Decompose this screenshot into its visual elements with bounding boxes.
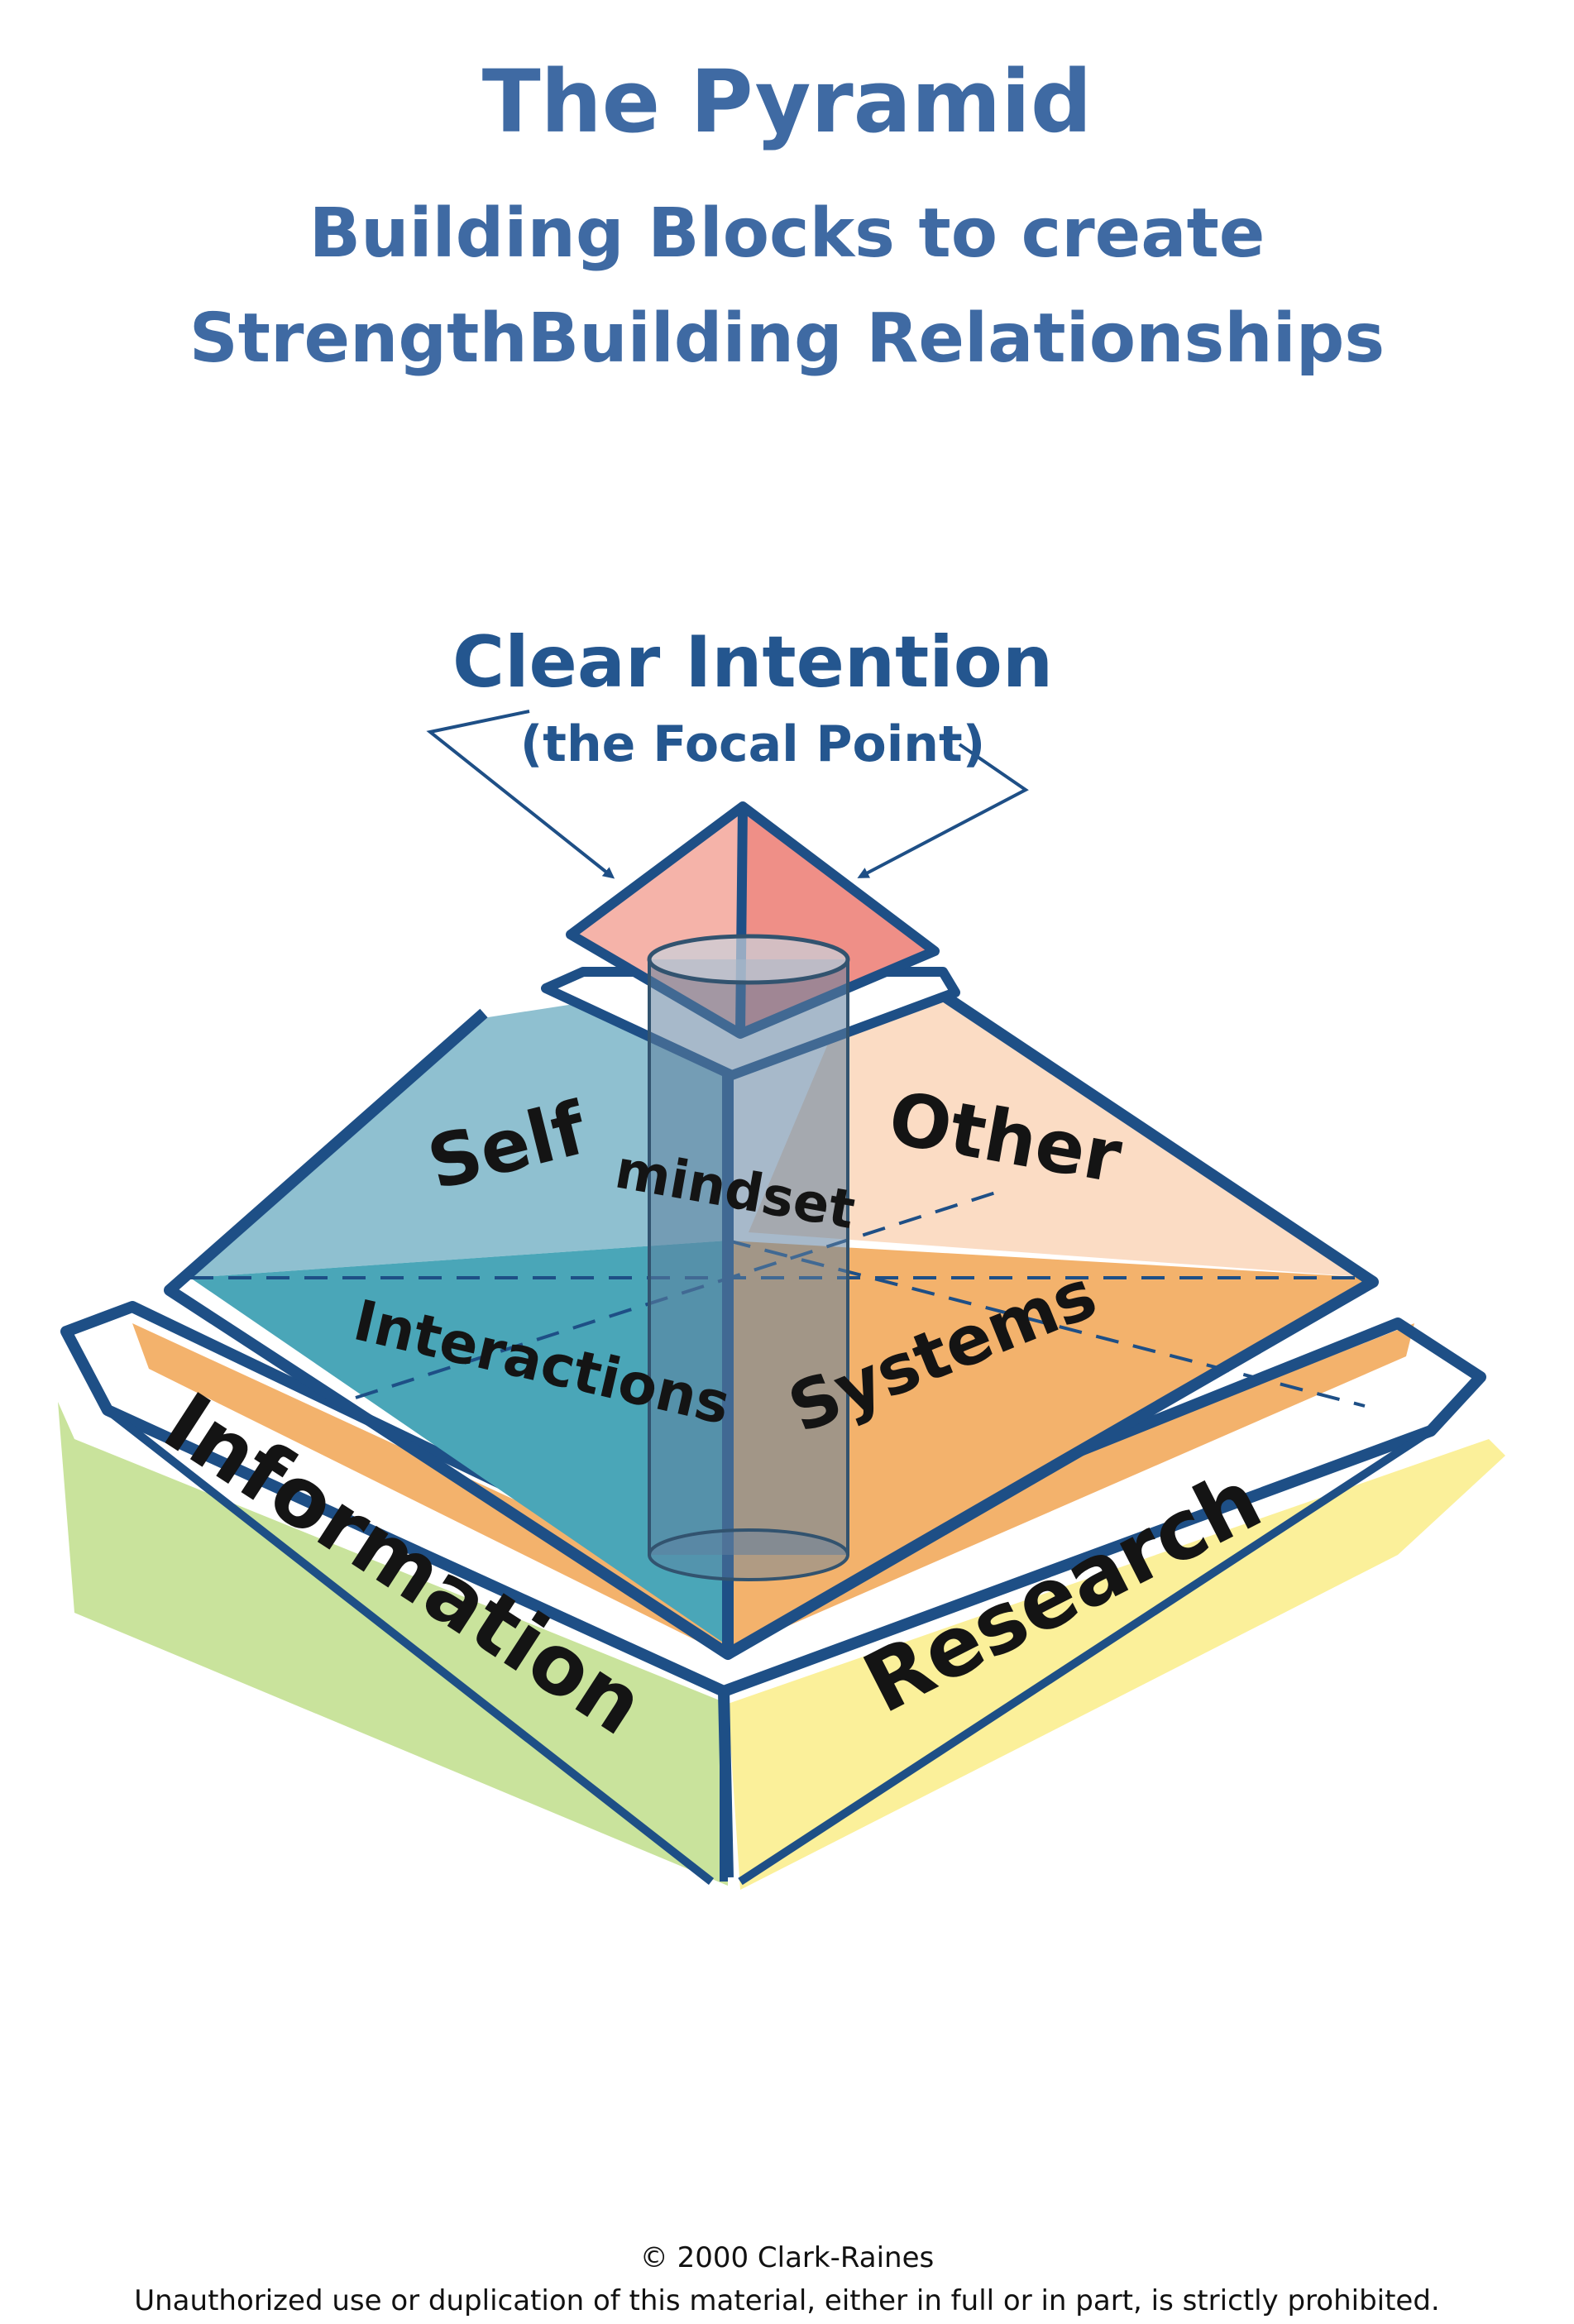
subtitle-line-2: StrengthBuilding Relationships <box>189 299 1385 378</box>
arrow-right-icon <box>857 743 1029 878</box>
apex-sublabel: (the Focal Point) <box>520 715 985 773</box>
mindset-pillar <box>647 934 850 1581</box>
pillar-sides <box>648 959 849 1555</box>
face-self <box>190 1001 732 1278</box>
pillar-top <box>647 934 850 985</box>
apex-label: Clear Intention <box>452 621 1053 704</box>
pillar-bottom <box>648 1528 849 1581</box>
pillar-body <box>649 959 848 1555</box>
face-other <box>749 997 1373 1278</box>
pyramid-body <box>164 987 1379 1660</box>
arrow-left-icon <box>426 710 615 879</box>
subtitle-line-1: Building Blocks to create <box>309 194 1265 273</box>
copyright-notice: © 2000 Clark-Raines <box>639 2241 935 2274</box>
base-right-yellow <box>728 1439 1505 1890</box>
face-systems <box>728 1241 1373 1646</box>
page-title: The Pyramid <box>481 51 1093 152</box>
base-front-edge <box>104 1407 1433 1886</box>
face-interactions <box>190 1241 728 1646</box>
usage-notice: Unauthorized use or duplication of this … <box>134 2284 1440 2317</box>
